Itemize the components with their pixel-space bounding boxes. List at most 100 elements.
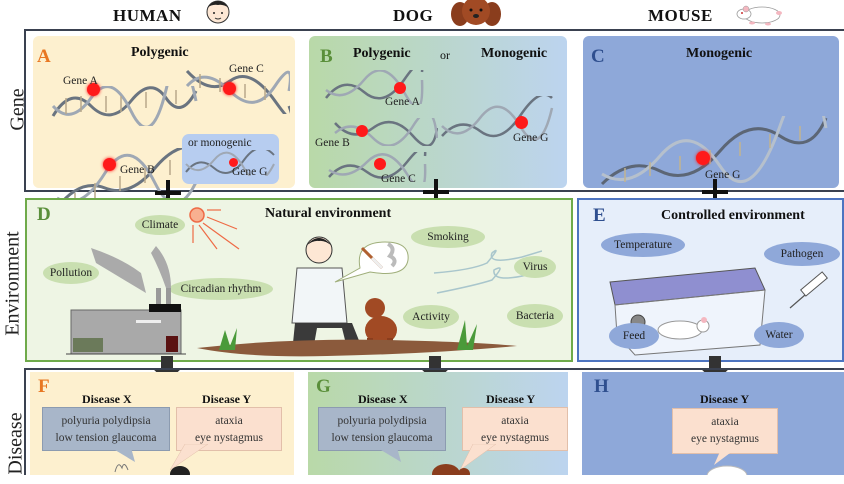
bubble-tail bbox=[459, 444, 497, 471]
plus-icon bbox=[423, 179, 449, 205]
factor-water: Water bbox=[754, 322, 804, 348]
disease-y-bubble: ataxia eye nystagmus bbox=[176, 407, 282, 451]
factor-activity: Activity bbox=[403, 305, 459, 329]
dog-face-icon bbox=[450, 0, 502, 28]
symptom-line: ataxia bbox=[215, 415, 243, 427]
dog-figure-partial bbox=[432, 464, 470, 475]
panel-letter: H bbox=[594, 376, 609, 397]
disease-y-bubble: ataxia eye nystagmus bbox=[672, 408, 778, 454]
bubble-tail bbox=[105, 444, 135, 462]
factor-temperature: Temperature bbox=[601, 233, 685, 257]
virus-strand-icon bbox=[433, 249, 542, 294]
dna-helix-icon bbox=[600, 116, 828, 186]
panel-b: B Polygenic or Monogenic Gene A Gene B G… bbox=[309, 36, 567, 188]
panel-letter: C bbox=[591, 46, 605, 67]
disease-y-bubble: ataxia eye nystagmus bbox=[462, 407, 568, 451]
smoking-bubble-icon bbox=[334, 241, 409, 283]
plus-icon bbox=[155, 180, 181, 206]
panel-title: Monogenic bbox=[686, 46, 753, 61]
panel-title-polygenic: Polygenic bbox=[353, 46, 411, 61]
bubble-tail bbox=[714, 447, 738, 465]
panel-g: G Disease X Disease Y polyuria polydipsi… bbox=[308, 372, 568, 475]
mutation-marker-icon bbox=[223, 82, 236, 95]
dna-helix-icon bbox=[325, 70, 424, 104]
factor-pathogen: Pathogen bbox=[764, 242, 840, 266]
monogenic-alt-label: or monogenic bbox=[188, 137, 252, 149]
panel-h: H Disease Y ataxia eye nystagmus bbox=[582, 372, 844, 475]
dna-helix-icon bbox=[185, 69, 290, 114]
species-human-label: HUMAN bbox=[113, 6, 182, 25]
dna-helix-icon bbox=[441, 96, 554, 141]
species-dog-label: DOG bbox=[393, 6, 434, 25]
mutation-marker-icon bbox=[374, 158, 386, 170]
panel-title-monogenic: Monogenic bbox=[481, 46, 548, 61]
monogenic-inset: or monogenic Gene G bbox=[182, 134, 279, 184]
plus-icon bbox=[702, 179, 728, 205]
dna-helix-icon bbox=[334, 118, 438, 146]
mutation-marker-icon bbox=[515, 116, 528, 129]
mouse-figure-partial bbox=[706, 465, 748, 475]
disease-row-frame-left bbox=[24, 368, 26, 475]
dna-helix-icon bbox=[185, 150, 275, 176]
panel-a: A Polygenic Gene A Gene C Gene B or mono… bbox=[33, 36, 295, 209]
species-mouse-label: MOUSE bbox=[648, 6, 713, 25]
symptom-line: eye nystagmus bbox=[480, 432, 550, 444]
soil-ground bbox=[197, 320, 517, 357]
disease-x-title: Disease X bbox=[358, 392, 408, 406]
symptom-line: ataxia bbox=[501, 415, 529, 427]
gene-label: Gene G bbox=[232, 166, 268, 178]
gene-label: Gene B bbox=[120, 164, 155, 176]
symptom-line: eye nystagmus bbox=[194, 432, 264, 444]
symptom-line: low tension glaucoma bbox=[331, 432, 433, 444]
symptom-line: polyuria polydipsia bbox=[61, 415, 151, 427]
symptom-line: low tension glaucoma bbox=[55, 432, 157, 444]
mutation-marker-icon bbox=[696, 151, 710, 165]
gene-label: Gene A bbox=[63, 75, 98, 87]
dna-helix-icon bbox=[328, 152, 427, 182]
disease-x-title: Disease X bbox=[82, 392, 132, 406]
mutation-marker-icon bbox=[229, 158, 238, 167]
sun-icon bbox=[189, 207, 240, 250]
mouse-icon bbox=[732, 2, 784, 28]
disease-y-title: Disease Y bbox=[202, 392, 252, 406]
panel-title: Controlled environment bbox=[661, 208, 805, 223]
panel-e: E Controlled environment Temperature Pat… bbox=[577, 198, 844, 362]
mutation-marker-icon bbox=[87, 83, 100, 96]
panel-letter: B bbox=[320, 46, 333, 67]
factor-bacteria: Bacteria bbox=[507, 304, 563, 328]
or-label: or bbox=[440, 48, 450, 62]
human-face-icon bbox=[203, 0, 233, 26]
row-label-environment: Environment bbox=[1, 231, 24, 336]
symptom-line: polyuria polydipsia bbox=[337, 415, 427, 427]
gene-label: Gene C bbox=[229, 63, 264, 75]
gene-label: Gene G bbox=[513, 132, 549, 144]
disease-x-bubble: polyuria polydipsia low tension glaucoma bbox=[318, 407, 446, 451]
panel-letter: A bbox=[37, 46, 51, 67]
disease-row-frame-top bbox=[24, 368, 844, 370]
panel-f: F Disease X Disease Y polyuria polydipsi… bbox=[30, 372, 294, 475]
gene-label: Gene A bbox=[385, 96, 420, 108]
panel-letter: D bbox=[37, 204, 51, 225]
human-figure-partial bbox=[114, 464, 190, 475]
disease-y-title: Disease Y bbox=[700, 392, 750, 406]
factor-virus: Virus bbox=[514, 256, 556, 278]
factor-pollution: Pollution bbox=[43, 262, 99, 284]
panel-c: C Monogenic Gene G bbox=[583, 36, 839, 188]
panel-letter: E bbox=[593, 205, 606, 226]
disease-x-bubble: polyuria polydipsia low tension glaucoma bbox=[42, 407, 170, 451]
gene-label: Gene B bbox=[315, 137, 350, 149]
mutation-marker-icon bbox=[103, 158, 116, 171]
man-with-dog-illustration bbox=[291, 236, 397, 356]
bubble-tail bbox=[170, 444, 209, 471]
disease-y-title: Disease Y bbox=[486, 392, 536, 406]
mutation-marker-icon bbox=[356, 125, 368, 137]
factor-feed: Feed bbox=[609, 323, 659, 349]
panel-d: D Natural environment Climate Pollution … bbox=[25, 198, 573, 362]
symptom-line: ataxia bbox=[711, 416, 739, 428]
symptom-line: eye nystagmus bbox=[690, 433, 760, 445]
bubble-tail bbox=[371, 444, 401, 462]
mutation-marker-icon bbox=[394, 82, 406, 94]
gene-label: Gene C bbox=[381, 173, 416, 185]
panel-title: Polygenic bbox=[131, 45, 189, 60]
factory-icon bbox=[66, 246, 186, 355]
